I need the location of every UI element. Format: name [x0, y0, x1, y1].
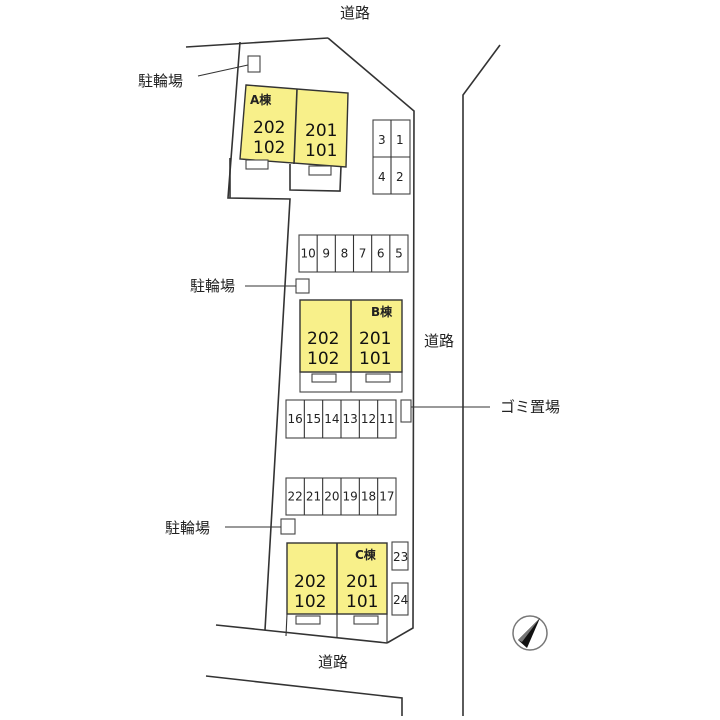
building-b: B棟 202 102 201 101 — [299, 299, 403, 393]
bike-parking-c-label: 駐輪場 — [165, 519, 210, 537]
bottom-lot-edge — [215, 624, 388, 644]
building-b-name: B棟 — [371, 304, 393, 319]
parking-space-number: 6 — [377, 247, 385, 261]
lot-boundary-right — [327, 37, 415, 644]
bike-parking-a-box — [247, 55, 261, 73]
parking-space-number: 11 — [379, 412, 394, 426]
svg-text:202: 202 — [253, 118, 285, 138]
bottom-road-edge — [205, 675, 403, 716]
svg-text:102: 102 — [253, 138, 285, 158]
parking-space-number: 7 — [359, 247, 367, 261]
garbage-area-label: ゴミ置場 — [500, 398, 560, 416]
svg-text:202: 202 — [307, 329, 339, 349]
building-a-name: A棟 — [250, 92, 272, 107]
building-c-name: C棟 — [355, 547, 377, 562]
parking-space-number: 14 — [324, 412, 339, 426]
parking-space-number: 22 — [288, 490, 303, 504]
svg-text:201: 201 — [359, 329, 391, 349]
parking-space-number: 9 — [322, 247, 330, 261]
svg-text:202: 202 — [294, 572, 326, 592]
svg-text:1: 1 — [396, 133, 404, 147]
parking-group-1: 3 1 4 2 — [372, 119, 411, 195]
svg-text:102: 102 — [294, 592, 326, 612]
parking-group-5: 23 24 — [391, 541, 409, 616]
road-label-top: 道路 — [340, 4, 370, 22]
bike-parking-b-label: 駐輪場 — [190, 277, 235, 295]
north-arrow-icon — [512, 615, 548, 651]
svg-text:3: 3 — [378, 133, 386, 147]
parking-space-number: 17 — [379, 490, 394, 504]
parking-space-number: 15 — [306, 412, 321, 426]
top-road-edge — [185, 37, 329, 48]
svg-text:101: 101 — [359, 349, 391, 369]
parking-space-number: 20 — [324, 490, 339, 504]
svg-text:102: 102 — [307, 349, 339, 369]
parking-space-number: 8 — [341, 247, 349, 261]
svg-text:24: 24 — [393, 593, 408, 607]
svg-text:101: 101 — [305, 141, 337, 161]
road-label-right: 道路 — [424, 332, 454, 350]
svg-text:4: 4 — [378, 170, 386, 184]
parking-space-number: 21 — [306, 490, 321, 504]
road-label-bottom: 道路 — [318, 653, 348, 671]
svg-text:201: 201 — [346, 572, 378, 592]
parking-space-number: 16 — [288, 412, 303, 426]
bike-parking-c-box — [280, 518, 296, 535]
building-a: A棟 202 102 201 101 — [229, 84, 349, 198]
parking-space-number: 18 — [361, 490, 376, 504]
right-road-edge — [462, 44, 501, 716]
svg-text:23: 23 — [393, 550, 408, 564]
bike-parking-b-box — [295, 278, 310, 294]
parking-space-number: 10 — [300, 247, 315, 261]
parking-space-number: 19 — [343, 490, 358, 504]
parking-space-number: 5 — [395, 247, 403, 261]
bike-parking-a-label: 駐輪場 — [138, 72, 183, 90]
svg-text:2: 2 — [396, 170, 404, 184]
svg-text:101: 101 — [346, 592, 378, 612]
garbage-area-box — [400, 399, 412, 423]
lot-boundary-left — [227, 41, 291, 631]
building-c: C棟 202 102 201 101 — [285, 542, 388, 643]
parking-space-number: 13 — [343, 412, 358, 426]
parking-space-number: 12 — [361, 412, 376, 426]
svg-text:201: 201 — [305, 121, 337, 141]
